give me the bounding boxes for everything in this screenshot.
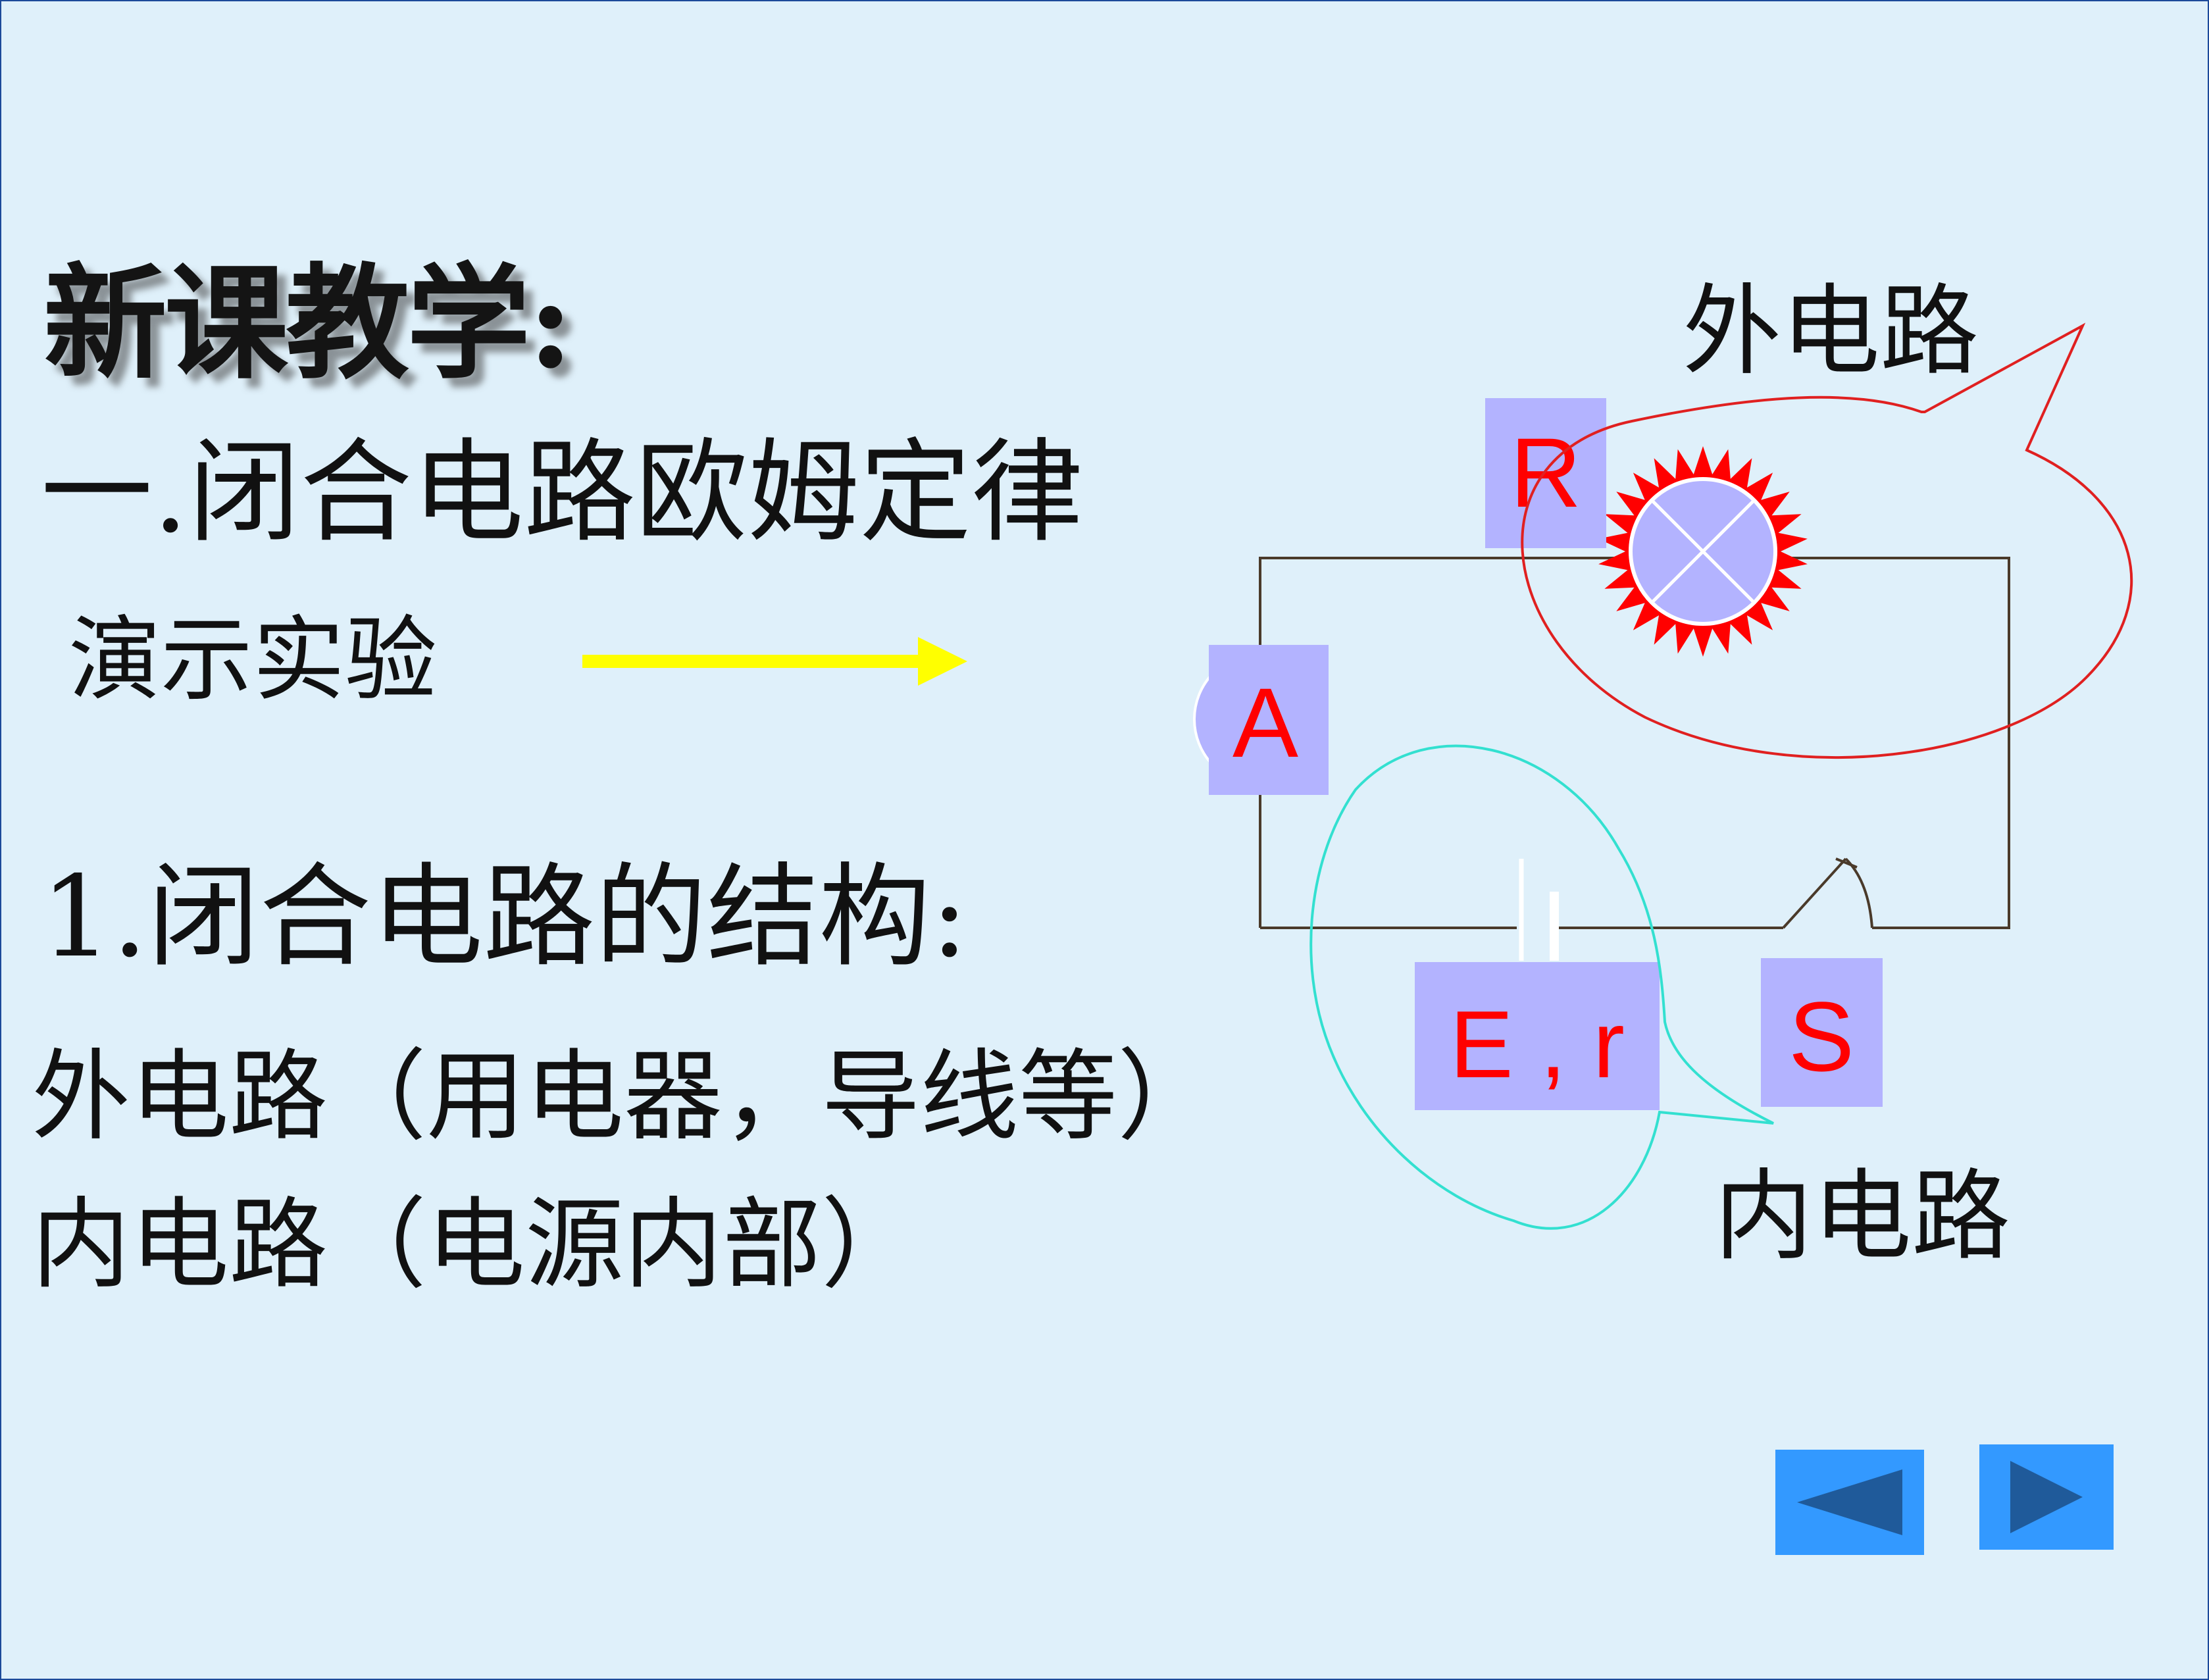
inner-circuit-bubble [1309, 744, 1774, 1230]
switch-label-box [1761, 958, 1883, 1107]
triangle-right-icon [2010, 1461, 2083, 1533]
battery-icon [1519, 859, 1559, 961]
source-label: E , r [1450, 991, 1625, 1098]
ammeter-label: A [1232, 667, 1298, 778]
inner-circuit-description: 内电路（电源内部） [32, 1188, 921, 1302]
section-heading: 一.闭合电路欧姆定律 [41, 428, 1084, 558]
inner-circuit-callout: 内电路 [1714, 1159, 2010, 1274]
switch-label: S [1789, 981, 1854, 1092]
triangle-left-icon [1797, 1469, 1902, 1535]
outer-circuit-callout: 外电路 [1683, 274, 1979, 389]
previous-slide-button[interactable] [1775, 1450, 1924, 1555]
circuit-wires [1259, 557, 2010, 929]
demo-arrow-icon [582, 637, 967, 686]
slide-title: 新课教学: [43, 251, 573, 396]
ammeter-label-box [1209, 645, 1329, 795]
outer-circuit-bubble [1521, 322, 2133, 759]
next-slide-button[interactable] [1979, 1444, 2114, 1550]
demo-label: 演示实验 [68, 607, 438, 714]
outer-circuit-description: 外电路（用电器，导线等） [32, 1040, 1217, 1154]
source-label-box [1415, 962, 1660, 1110]
lamp-icon [1598, 446, 1808, 657]
structure-heading: 1.闭合电路的结构: [41, 852, 969, 982]
resistor-label-box [1485, 398, 1606, 548]
